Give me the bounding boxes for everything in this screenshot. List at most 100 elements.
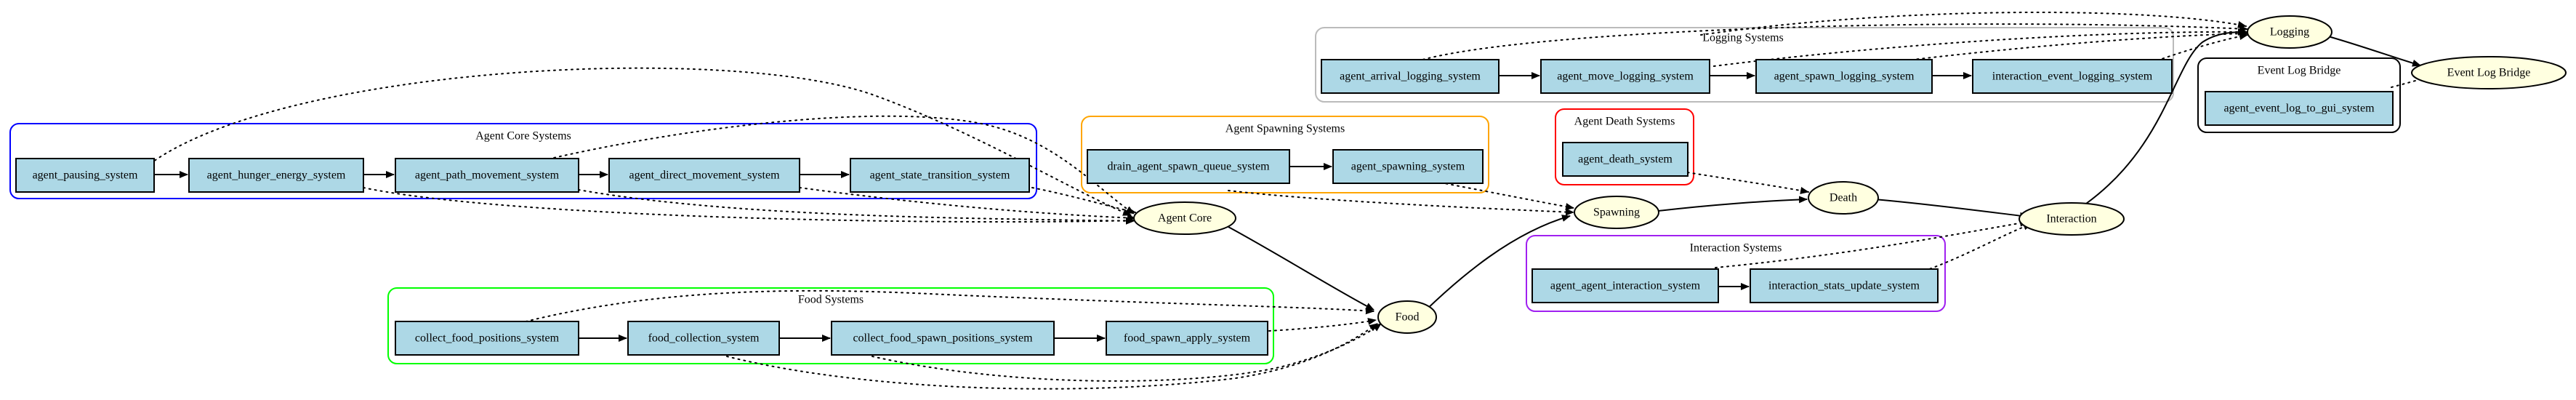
stage-node-logging[interactable]: Logging xyxy=(2247,15,2333,49)
system-node-agent-move-logging[interactable]: agent_move_logging_system xyxy=(1540,59,1710,94)
edge-collect-spawn-positions-to-food xyxy=(872,323,1382,382)
system-box xyxy=(1087,149,1290,184)
system-node-agent-path-movement[interactable]: agent_path_movement_system xyxy=(395,158,579,193)
system-box xyxy=(850,158,1030,193)
system-label: interaction_stats_update_system xyxy=(1768,280,1920,292)
system-box xyxy=(1755,59,1933,94)
stage-node-event-log-bridge[interactable]: Event Log Bridge xyxy=(2411,56,2567,89)
system-box xyxy=(188,158,364,193)
system-node-drain-agent-spawn-queue[interactable]: drain_agent_spawn_queue_system xyxy=(1087,149,1290,184)
system-node-food-collection[interactable]: food_collection_system xyxy=(627,321,780,356)
system-node-agent-direct-movement[interactable]: agent_direct_movement_system xyxy=(608,158,800,193)
system-box xyxy=(1321,59,1500,94)
edge-food-to-spawning xyxy=(1424,215,1571,312)
stage-ellipse xyxy=(1808,181,1879,215)
edge-interaction-to-logging xyxy=(2085,28,2247,204)
system-nodes: agent_arrival_logging_system agent_move_… xyxy=(15,59,2394,356)
stage-node-agent-core[interactable]: Agent Core xyxy=(1133,201,1236,235)
system-box xyxy=(15,158,155,193)
cluster-title: Interaction Systems xyxy=(1690,242,1782,255)
system-node-collect-food-positions[interactable]: collect_food_positions_system xyxy=(395,321,579,356)
cluster-logging-systems: Logging Systems xyxy=(1315,27,2174,103)
stage-node-interaction[interactable]: Interaction xyxy=(2018,202,2125,236)
edge-logging-to-event-log-bridge xyxy=(2322,34,2421,67)
cluster-agent-death-systems: Agent Death Systems xyxy=(1555,108,1694,185)
system-node-interaction-stats-update[interactable]: interaction_stats_update_system xyxy=(1750,268,1939,303)
stage-label: Interaction xyxy=(2046,213,2096,225)
system-box xyxy=(831,321,1055,356)
system-node-agent-agent-interaction[interactable]: agent_agent_interaction_system xyxy=(1531,268,1719,303)
system-node-collect-food-spawn-positions[interactable]: collect_food_spawn_positions_system xyxy=(831,321,1055,356)
system-node-agent-death[interactable]: agent_death_system xyxy=(1562,142,1689,177)
edge-agent-core-to-food xyxy=(1228,226,1374,311)
stage-ellipse xyxy=(2411,56,2567,89)
cluster-frame xyxy=(9,123,1037,199)
stage-ellipse xyxy=(1377,300,1437,334)
system-node-agent-spawning[interactable]: agent_spawning_system xyxy=(1332,149,1484,184)
cluster-title: Agent Death Systems xyxy=(1574,116,1675,128)
system-label: agent_death_system xyxy=(1578,153,1673,166)
edge-path-to-agent-core-lower xyxy=(566,187,1135,225)
system-label: agent_state_transition_system xyxy=(870,169,1010,182)
system-label: collect_food_positions_system xyxy=(415,332,560,345)
cluster-title: Event Log Bridge xyxy=(2258,65,2341,77)
edge-arrival-logging-to-logging xyxy=(1417,23,2248,62)
system-label: food_collection_system xyxy=(648,332,760,345)
cluster-food-systems: Food Systems xyxy=(387,287,1274,364)
cluster-frame xyxy=(2197,57,2401,133)
system-label: interaction_event_logging_system xyxy=(1992,71,2153,83)
edge-stats-update-to-interaction xyxy=(1918,223,2032,273)
system-label: agent_direct_movement_system xyxy=(629,169,780,182)
stage-nodes: Agent Core Food Spawning Death Interacti… xyxy=(1133,15,2567,334)
stage-node-spawning[interactable]: Spawning xyxy=(1574,196,1659,229)
cluster-frame xyxy=(1081,116,1489,193)
stage-node-death[interactable]: Death xyxy=(1808,181,1879,215)
cluster-agent-core-systems: Agent Core Systems xyxy=(9,123,1037,199)
system-node-agent-state-transition[interactable]: agent_state_transition_system xyxy=(850,158,1030,193)
system-node-agent-arrival-logging[interactable]: agent_arrival_logging_system xyxy=(1321,59,1500,94)
system-label: agent_path_movement_system xyxy=(415,169,560,182)
system-node-interaction-event-logging[interactable]: interaction_event_logging_system xyxy=(1972,59,2173,94)
edge-direct-movement-to-agent-core xyxy=(799,187,1136,222)
system-node-agent-pausing[interactable]: agent_pausing_system xyxy=(15,158,155,193)
stage-label: Agent Core xyxy=(1158,212,1212,225)
stage-node-food[interactable]: Food xyxy=(1377,300,1437,334)
cluster-agent-spawning-systems: Agent Spawning Systems xyxy=(1081,116,1489,193)
edge-path-movement-to-agent-core xyxy=(508,115,1135,215)
system-node-agent-hunger-energy[interactable]: agent_hunger_energy_system xyxy=(188,158,364,193)
system-box xyxy=(395,158,579,193)
edge-interaction-event-logging-to-logging xyxy=(2151,33,2248,63)
edge-agent-interaction-to-interaction xyxy=(1715,219,2029,268)
system-label: agent_event_log_to_gui_system xyxy=(2223,103,2375,115)
cluster-frame xyxy=(1315,27,2174,103)
cluster-title: Logging Systems xyxy=(1702,32,1784,44)
edge-death-to-interaction xyxy=(1873,199,2029,220)
stage-label: Event Log Bridge xyxy=(2447,67,2531,79)
system-label: agent_arrival_logging_system xyxy=(1340,71,1481,83)
edge-pausing-to-logging xyxy=(1700,12,2247,36)
solid-edges xyxy=(154,28,2421,342)
edge-pausing-to-agent-core xyxy=(145,67,1132,216)
dotted-edges xyxy=(145,12,2442,390)
cluster-frame xyxy=(1555,108,1694,185)
system-label: food_spawn_apply_system xyxy=(1124,332,1251,345)
system-box xyxy=(1540,59,1710,94)
stage-label: Logging xyxy=(2270,26,2309,39)
system-node-food-spawn-apply[interactable]: food_spawn_apply_system xyxy=(1106,321,1268,356)
edge-drain-queue-to-spawning xyxy=(1228,190,1574,216)
system-box xyxy=(627,321,780,356)
system-label: drain_agent_spawn_queue_system xyxy=(1107,161,1270,173)
system-box xyxy=(1750,268,1939,303)
system-node-agent-event-log-to-gui[interactable]: agent_event_log_to_gui_system xyxy=(2205,91,2394,126)
edge-move-logging-to-logging xyxy=(1707,28,2248,68)
system-box xyxy=(1106,321,1268,356)
system-label: agent_hunger_energy_system xyxy=(207,169,346,182)
system-box xyxy=(1531,268,1719,303)
system-label: agent_spawning_system xyxy=(1351,161,1465,173)
edge-spawning-system-to-spawning xyxy=(1417,177,1574,210)
system-node-agent-spawn-logging[interactable]: agent_spawn_logging_system xyxy=(1755,59,1933,94)
cluster-title: Food Systems xyxy=(798,294,864,306)
system-label: agent_spawn_logging_system xyxy=(1774,71,1915,83)
system-box xyxy=(1562,142,1689,177)
